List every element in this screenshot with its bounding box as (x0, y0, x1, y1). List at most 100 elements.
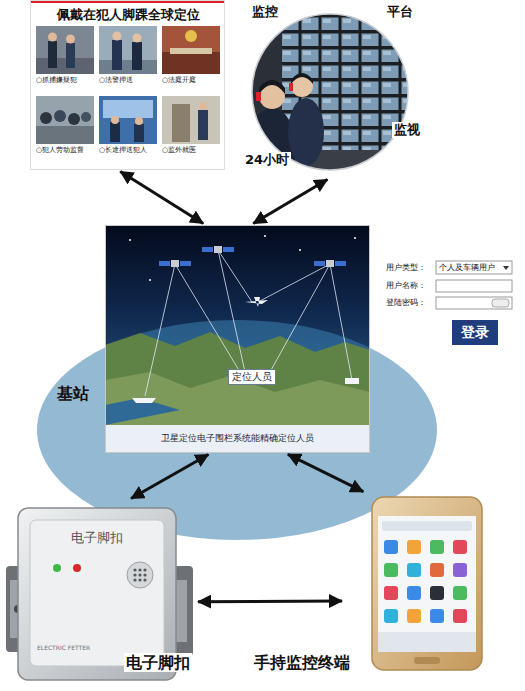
ankle-device-art (138, 573, 141, 576)
form-label: 用户类型： (386, 263, 426, 273)
photo-panel-art (198, 110, 208, 140)
satellite-map-art (223, 247, 234, 252)
photo-panel: 佩戴在犯人脚踝全球定位 (30, 0, 225, 170)
photo-caption: ○抓捕嫌疑犯 (36, 76, 94, 84)
ankle-device-art (143, 573, 146, 576)
satellite-map-art (214, 246, 222, 253)
satellite-map-art (145, 264, 175, 396)
photo-panel-art (99, 60, 157, 74)
photo-panel-art (172, 104, 190, 142)
corner-label: 监视 (392, 122, 422, 138)
monitor-room-art (288, 98, 324, 166)
phone-art (407, 540, 421, 554)
phone-art (453, 540, 467, 554)
photo-panel-art (132, 42, 142, 70)
form-label: 用户名称： (386, 281, 426, 291)
satellite-map-art (37, 225, 437, 540)
phone-art (372, 497, 482, 670)
ankle-device-art (138, 578, 141, 581)
phone-art (407, 563, 421, 577)
corner-label: 平台 (385, 4, 415, 20)
phone-art (378, 632, 476, 652)
login-form-art (492, 299, 509, 307)
photo-panel-art (112, 40, 122, 70)
corner-label: 24小时 (243, 152, 291, 168)
photo-panel-art (68, 113, 80, 125)
satellite-map-art (202, 247, 213, 252)
satellite-map-art (258, 264, 330, 302)
login-form-art (436, 261, 512, 309)
photo-panel-art (36, 58, 94, 74)
photo-panel-art (48, 41, 57, 68)
phone-art (430, 563, 444, 577)
ankle-device-art (127, 562, 153, 588)
photo-panel-art (134, 124, 144, 142)
monitor-panel: 监控 平台 24小时 监视 (240, 0, 420, 178)
monitor-room-art (256, 92, 261, 101)
phone-art (414, 657, 440, 664)
satellite-map-art (314, 260, 346, 267)
phone-art (430, 586, 444, 600)
satellite-map-art (105, 332, 370, 425)
ankle-device: 电子脚扣ELECTRIC FETTER电子脚扣 (5, 500, 195, 685)
login-form-art (503, 266, 509, 270)
photo-panel-art (54, 110, 66, 122)
photo-panel-art (185, 30, 197, 42)
phone-art (453, 563, 467, 577)
double-arrow (198, 600, 342, 604)
double-arrow (131, 455, 208, 499)
photo-panel-art (113, 32, 122, 41)
target-tag: 定位人员 (228, 369, 276, 385)
ankle-device-art (138, 568, 141, 571)
satellite-map-art (105, 425, 370, 453)
satellite-map-art (218, 250, 245, 372)
monitor-room-art (259, 80, 285, 94)
photo-panel-art (103, 100, 153, 118)
ankle-device-art (53, 564, 61, 572)
photo-caption: ○监外就医 (162, 146, 220, 154)
ankle-device-art (133, 578, 136, 581)
ankle-device-art (6, 508, 193, 680)
double-arrow (288, 454, 363, 491)
photo-panel-art (162, 96, 220, 144)
double-arrow (253, 180, 327, 224)
satellite-map-art (202, 246, 234, 253)
photo-caption: ○法庭开庭 (162, 76, 220, 84)
double-arrow (120, 172, 203, 224)
satellite-map-art (264, 235, 266, 237)
monitor-room-art (250, 12, 412, 174)
handheld-terminal: 手持监控终端 (345, 493, 485, 673)
photo-panel-art (135, 117, 143, 125)
satellite-map-art (345, 378, 359, 384)
monitor-room-art (291, 73, 313, 84)
satellite-map-art (149, 279, 151, 281)
satellite-map-art (335, 261, 346, 266)
select-value: 个人及车辆用户 (439, 263, 501, 273)
photo-panel-art (162, 52, 220, 74)
photo-panel-art (110, 122, 120, 142)
corner-label: 监控 (250, 4, 280, 20)
phone-art (372, 497, 482, 670)
satellite-map-art (105, 398, 180, 425)
ankle-device-art (73, 564, 81, 572)
satellite-map-art (245, 297, 268, 307)
phone-art (407, 609, 421, 623)
panel-title: 佩戴在犯人脚踝全球定位 (31, 7, 226, 23)
photo-panel-art (30, 0, 225, 170)
phone-art (384, 563, 398, 577)
ankle-device-art (133, 568, 136, 571)
satellite-map-art (354, 237, 356, 239)
terminal-caption: 手持监控终端 (252, 653, 352, 672)
satellite-map-art (175, 264, 240, 372)
satellite-panel: 基站定位人员卫星定位电子围栏系统能精确定位人员 (105, 225, 370, 453)
photo-panel-art (36, 26, 94, 74)
station-label: 基站 (57, 384, 89, 403)
photo-panel-art (81, 112, 91, 122)
photo-panel-art (170, 48, 212, 54)
satellite-map-art (326, 260, 334, 267)
phone-art (378, 516, 476, 652)
phone-art (453, 609, 467, 623)
